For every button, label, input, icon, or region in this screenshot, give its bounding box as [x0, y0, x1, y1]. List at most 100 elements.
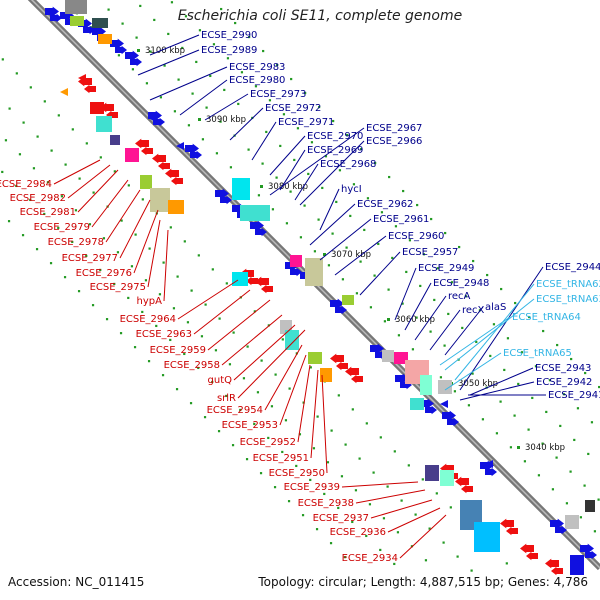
track-dot	[211, 380, 214, 384]
reverse-gene-arrow	[246, 276, 258, 286]
track-dot	[121, 22, 124, 25]
track-dot	[273, 486, 277, 489]
track-dot	[148, 247, 151, 250]
label-leader-line	[193, 289, 251, 335]
track-dot	[170, 1, 174, 4]
track-dot	[486, 273, 489, 277]
track-dot	[299, 236, 303, 239]
reverse-gene-arrow	[336, 361, 348, 371]
track-dot	[172, 307, 176, 310]
track-dot	[358, 457, 361, 460]
label-leader-line	[279, 354, 307, 426]
track-dot	[444, 231, 447, 235]
label-leader-line	[341, 481, 419, 488]
track-dot	[147, 360, 151, 363]
track-dot	[514, 301, 517, 305]
track-dot	[149, 50, 152, 53]
track-dot	[344, 443, 347, 446]
cog-block	[308, 352, 322, 364]
track-dot	[116, 251, 120, 254]
cog-block	[474, 522, 500, 552]
track-dot	[428, 527, 431, 530]
track-dot	[195, 60, 198, 64]
label-leader-line	[359, 251, 401, 296]
track-dot	[573, 438, 576, 442]
track-dot	[310, 141, 314, 144]
small-feature-marker	[60, 88, 68, 96]
track-dot	[461, 326, 464, 330]
track-dot	[528, 315, 531, 319]
track-dot	[215, 152, 219, 155]
track-dot	[257, 194, 261, 197]
track-dot	[78, 177, 81, 180]
label-leader-line	[439, 316, 511, 366]
gene-label-reverse: ECSE_2934	[342, 553, 398, 564]
track-dot	[500, 287, 503, 291]
scale-label: 3080 kbp	[268, 182, 308, 192]
cog-block	[290, 255, 302, 267]
cog-block	[232, 272, 248, 286]
label-leader-line	[370, 499, 433, 519]
track-dot	[326, 461, 330, 464]
track-dot	[50, 149, 53, 152]
reverse-gene-arrow	[461, 484, 473, 494]
track-dot	[489, 354, 492, 358]
track-dot	[282, 113, 286, 116]
cog-block	[420, 375, 432, 395]
track-dot	[393, 450, 396, 453]
track-dot	[131, 68, 135, 71]
track-dot	[212, 43, 216, 46]
cog-block	[140, 175, 152, 189]
track-dot	[239, 408, 242, 412]
track-dot	[29, 86, 32, 89]
gene-label-reverse: ECSE_2976	[76, 268, 132, 279]
label-leader-line	[279, 149, 306, 191]
reverse-gene-arrow	[455, 476, 469, 487]
label-leader-line	[459, 266, 544, 391]
gene-label-forward: ECSE_2971	[278, 117, 334, 128]
track-dot	[209, 74, 212, 78]
label-leader-line	[454, 283, 535, 381]
gene-label-reverse: ECSE_2979	[34, 222, 90, 233]
track-dot	[345, 246, 348, 249]
track-dot	[298, 433, 302, 436]
track-dot	[527, 428, 530, 431]
track-dot	[587, 452, 590, 456]
track-dot	[113, 170, 116, 173]
track-dot	[531, 396, 534, 400]
track-dot	[346, 133, 349, 137]
small-feature-marker	[78, 74, 86, 82]
track-dot	[183, 240, 186, 243]
track-dot	[415, 316, 418, 319]
track-dot	[475, 340, 478, 344]
track-dot	[237, 102, 240, 106]
track-dot	[400, 499, 403, 502]
track-dot	[247, 148, 250, 151]
cog-block	[98, 34, 112, 44]
label-leader-line	[77, 169, 119, 213]
forward-gene-arrow	[485, 467, 497, 477]
genome-summary: Topology: circular; Length: 4,887,515 bp…	[258, 575, 588, 589]
track-dot	[107, 8, 110, 11]
gene-label-forward: ECSE_2942	[536, 377, 592, 388]
track-dot	[153, 18, 156, 22]
cog-block	[410, 398, 424, 410]
gene-label-reverse: ECSE_2951	[253, 453, 309, 464]
track-dot	[92, 191, 95, 194]
gene-label-forward: ECSE_2968	[320, 159, 376, 170]
track-dot	[523, 460, 527, 463]
track-dot	[366, 197, 370, 200]
cog-block	[65, 0, 87, 14]
track-dot	[447, 312, 450, 316]
cog-block	[168, 200, 184, 214]
track-dot	[21, 234, 25, 237]
track-dot	[226, 57, 230, 60]
gene-label-reverse: ECSE_2958	[164, 360, 220, 371]
track-dot	[293, 158, 296, 162]
forward-gene-arrow	[442, 410, 456, 421]
label-leader-line	[229, 107, 264, 141]
track-dot	[99, 156, 102, 159]
track-dot	[309, 366, 312, 369]
gene-label-reverse: ECSE_2982	[10, 193, 66, 204]
track-dot	[312, 447, 316, 450]
